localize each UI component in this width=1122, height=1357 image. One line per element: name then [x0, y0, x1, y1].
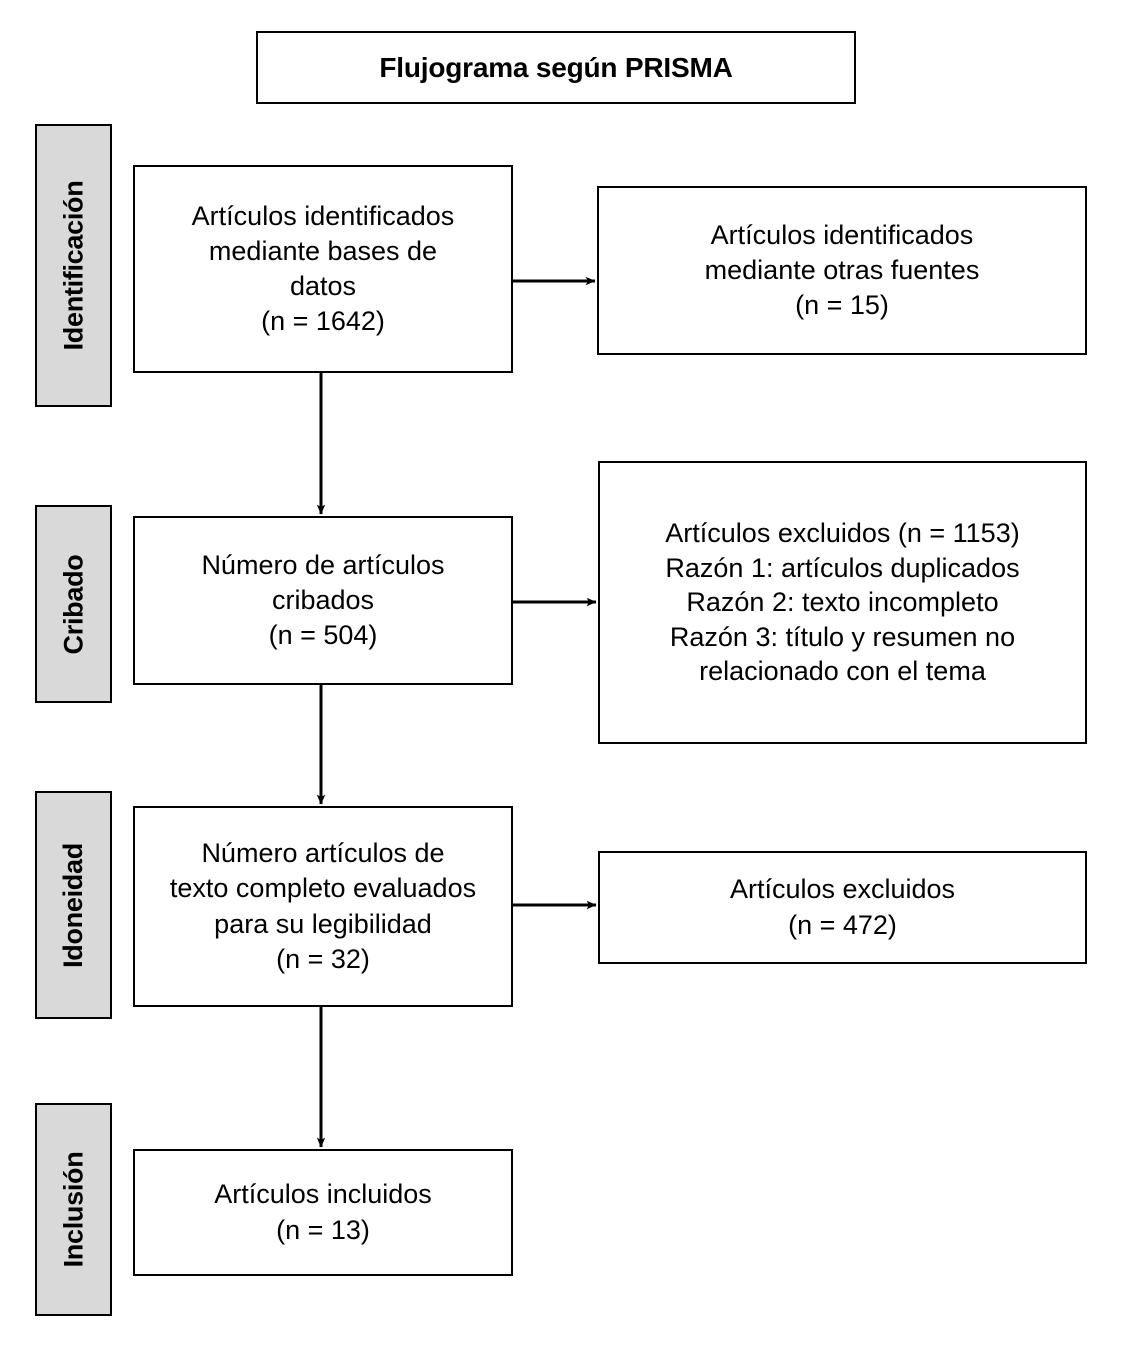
- box-line: datos: [289, 271, 357, 301]
- diagram-title-box: Flujograma según PRISMA: [256, 31, 856, 104]
- stage-label-identificacion: Identificación: [58, 180, 89, 351]
- box-excluded-eligibility: Artículos excluidos (n = 472): [598, 851, 1087, 964]
- box-line: Artículos identificados: [191, 200, 455, 231]
- box-line: cribados: [271, 584, 375, 615]
- box-line: Razón 3: título y resumen no: [669, 621, 1016, 652]
- stage-label-idoneidad: Idoneidad: [58, 842, 88, 968]
- stage-box-idoneidad: Idoneidad: [35, 791, 112, 1019]
- box-line: Artículos identificados: [710, 219, 974, 250]
- box-line: Número de artículos: [201, 549, 445, 580]
- stage-box-inclusion: Inclusión: [35, 1103, 112, 1316]
- box-line: relacionado con el tema: [699, 656, 986, 687]
- box-identified-other-sources: Artículos identificados mediante otras f…: [597, 186, 1087, 355]
- box-count: (n = 15): [795, 290, 889, 321]
- box-line: Artículos incluidos: [214, 1179, 432, 1210]
- box-screened: Número de artículos cribados (n = 504): [133, 516, 513, 685]
- box-line: texto completo evaluados: [169, 873, 477, 904]
- stage-label-cribado: Cribado: [58, 554, 88, 654]
- box-count: Artículos excluidos (n = 1153): [665, 518, 1020, 549]
- box-line: para su legibilidad: [214, 908, 432, 939]
- box-excluded-screening: Artículos excluidos (n = 1153) Razón 1: …: [598, 461, 1087, 744]
- box-identified-databases: Artículos identificados mediante bases d…: [133, 165, 513, 373]
- stage-label-inclusion: Inclusión: [58, 1151, 88, 1268]
- box-included: Artículos incluidos (n = 13): [133, 1149, 513, 1276]
- box-count: (n = 504): [268, 620, 378, 651]
- page-title: Flujograma según PRISMA: [379, 51, 733, 83]
- box-full-text-assessed: Número artículos de texto completo evalu…: [133, 806, 513, 1007]
- box-count: (n = 1642): [261, 306, 385, 337]
- stage-box-identificacion: Identificación: [35, 124, 112, 407]
- box-count: (n = 32): [276, 943, 370, 974]
- box-count: (n = 13): [276, 1214, 370, 1245]
- box-count: (n = 472): [788, 909, 897, 940]
- box-line: mediante otras fuentes: [704, 254, 980, 285]
- box-line: Número artículos de: [201, 838, 445, 869]
- stage-box-cribado: Cribado: [35, 505, 112, 703]
- box-line: Razón 2: texto incompleto: [686, 587, 999, 618]
- box-line: Artículos excluidos: [729, 874, 956, 905]
- box-line: Razón 1: artículos duplicados: [665, 552, 1020, 583]
- box-line: mediante bases de: [208, 235, 438, 266]
